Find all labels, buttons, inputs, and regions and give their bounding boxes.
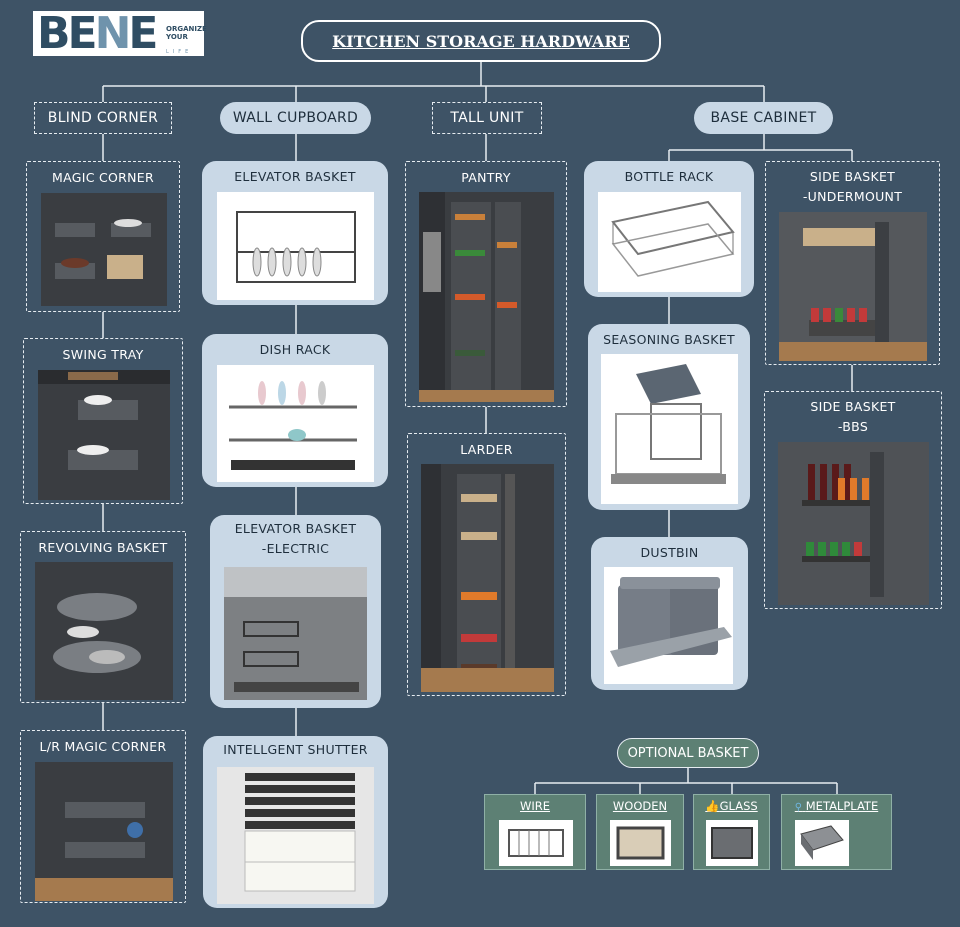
bene-logo: BENE ORGANIZE YOUR LIFE [33, 11, 204, 56]
card-label: SEASONING BASKET [588, 330, 750, 350]
card-intellgent-shutter: INTELLGENT SHUTTER [203, 736, 388, 908]
dish-rack-image [217, 365, 374, 482]
category-wall-cupboard: WALL CUPBOARD [220, 102, 371, 134]
card-dish-rack: DISH RACK [202, 334, 388, 487]
dustbin-image [604, 567, 733, 684]
thumbs-up-icon: 👍 [705, 799, 719, 813]
card-label: LARDER [408, 440, 565, 460]
optional-label: ⚲ METALPLATE [782, 799, 891, 813]
glass-basket-image [706, 820, 758, 866]
optional-wire: WIRE [484, 794, 586, 870]
card-bottle-rack: BOTTLE RACK [584, 161, 754, 297]
elevator-basket-electric-image [224, 567, 367, 700]
card-label: BOTTLE RACK [584, 167, 754, 187]
category-tall-unit: TALL UNIT [432, 102, 542, 134]
category-blind-corner: BLIND CORNER [34, 102, 172, 134]
card-label: MAGIC CORNER [27, 168, 179, 188]
pantry-image [419, 192, 554, 402]
card-label: L/R MAGIC CORNER [21, 737, 185, 757]
card-seasoning-basket: SEASONING BASKET [588, 324, 750, 510]
bottle-rack-image [598, 192, 741, 292]
category-base-cabinet: BASE CABINET [694, 102, 833, 134]
card-lr-magic-corner: L/R MAGIC CORNER [20, 730, 186, 903]
intellgent-shutter-image [217, 767, 374, 904]
lr-magic-corner-image [35, 762, 173, 901]
optional-wooden: WOODEN [596, 794, 684, 870]
card-pantry: PANTRY [405, 161, 567, 407]
card-elevator-basket-electric: ELEVATOR BASKET -ELECTRIC [210, 515, 381, 708]
diagram-title: KITCHEN STORAGE HARDWARE [301, 20, 661, 62]
card-label: SWING TRAY [24, 345, 182, 365]
location-pin-icon: ⚲ [795, 802, 802, 813]
elevator-basket-image [217, 192, 374, 300]
card-swing-tray: SWING TRAY [23, 338, 183, 504]
card-label: SIDE BASKET -UNDERMOUNT [766, 167, 939, 207]
logo-wordmark: BENE [37, 11, 155, 56]
card-label: INTELLGENT SHUTTER [203, 740, 388, 760]
wooden-basket-image [610, 820, 671, 866]
swing-tray-image [38, 370, 170, 500]
card-magic-corner: MAGIC CORNER [26, 161, 180, 312]
card-label: ELEVATOR BASKET -ELECTRIC [210, 519, 381, 559]
larder-image [421, 464, 554, 692]
side-basket-undermount-image [779, 212, 927, 361]
optional-glass: 👍GLASS [693, 794, 770, 870]
magic-corner-image [41, 193, 167, 306]
card-label: REVOLVING BASKET [21, 538, 185, 558]
card-dustbin: DUSTBIN [591, 537, 748, 690]
card-larder: LARDER [407, 433, 566, 696]
card-label: SIDE BASKET -BBS [765, 397, 941, 437]
logo-tagline-life: LIFE [166, 49, 192, 55]
card-revolving-basket: REVOLVING BASKET [20, 531, 186, 703]
card-elevator-basket: ELEVATOR BASKET [202, 161, 388, 305]
card-label: ELEVATOR BASKET [202, 167, 388, 187]
card-side-basket-bbs: SIDE BASKET -BBS [764, 391, 942, 609]
optional-label: 👍GLASS [694, 799, 769, 813]
seasoning-basket-image [601, 354, 738, 504]
wire-basket-image [499, 820, 573, 866]
revolving-basket-image [35, 562, 173, 700]
metalplate-basket-image [795, 820, 849, 866]
optional-basket-title: OPTIONAL BASKET [617, 738, 759, 768]
card-label: DISH RACK [202, 340, 388, 360]
logo-tagline: ORGANIZE YOUR [166, 25, 207, 41]
optional-label: WIRE [485, 799, 585, 813]
card-label: DUSTBIN [591, 543, 748, 563]
card-label: PANTRY [406, 168, 566, 188]
optional-label: WOODEN [597, 799, 683, 813]
side-basket-bbs-image [778, 442, 929, 605]
optional-metalplate: ⚲ METALPLATE [781, 794, 892, 870]
card-side-basket-undermount: SIDE BASKET -UNDERMOUNT [765, 161, 940, 365]
